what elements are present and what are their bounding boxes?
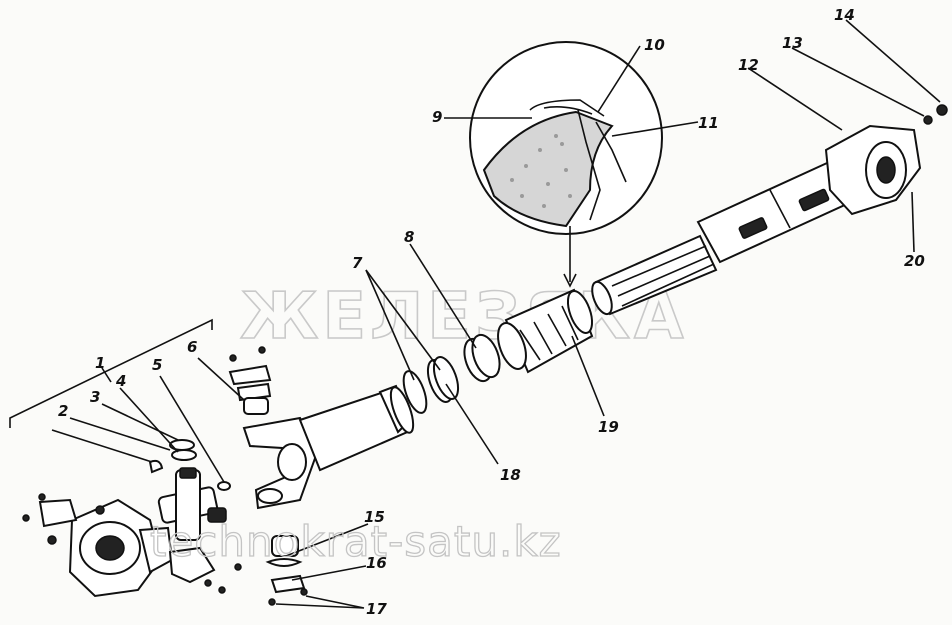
part-label-20: 20 bbox=[904, 252, 925, 270]
bottom-small-parts bbox=[265, 535, 308, 606]
part-label-15: 15 bbox=[364, 508, 385, 526]
detail-magnifier bbox=[469, 41, 663, 235]
lock-plate-set bbox=[228, 346, 272, 415]
part-label-14: 14 bbox=[834, 6, 855, 24]
seal-rings bbox=[402, 356, 460, 414]
part-label-9: 9 bbox=[432, 108, 442, 126]
part-label-6: 6 bbox=[187, 338, 197, 356]
part-label-3: 3 bbox=[90, 388, 100, 406]
part-label-7: 7 bbox=[352, 254, 363, 272]
part-label-10: 10 bbox=[644, 36, 665, 54]
part-label-4: 4 bbox=[115, 372, 126, 390]
splined-shaft bbox=[591, 234, 718, 316]
part-label-13: 13 bbox=[782, 34, 803, 52]
dust-boot bbox=[497, 288, 594, 374]
propeller-tube bbox=[696, 156, 862, 264]
part-label-19: 19 bbox=[598, 418, 619, 436]
part-numbers: 1 2 3 4 5 6 7 8 9 10 11 12 13 14 15 16 1… bbox=[58, 6, 925, 618]
part-label-5: 5 bbox=[152, 356, 162, 374]
part-label-1: 1 bbox=[95, 354, 105, 372]
part-label-11: 11 bbox=[698, 114, 719, 132]
part-label-16: 16 bbox=[366, 554, 387, 572]
part-label-2: 2 bbox=[58, 402, 68, 420]
leader-lines bbox=[9, 19, 941, 609]
universal-joint-cross bbox=[148, 439, 231, 584]
part-label-12: 12 bbox=[738, 56, 759, 74]
end-flange-yoke bbox=[824, 104, 948, 216]
part-label-17: 17 bbox=[366, 600, 387, 618]
bearing-retainer bbox=[463, 333, 501, 383]
part-label-8: 8 bbox=[404, 228, 414, 246]
watermark-secondary: technokrat-satu.kz bbox=[150, 517, 562, 566]
sleeve-yoke-tube bbox=[242, 384, 415, 510]
part-label-18: 18 bbox=[500, 466, 521, 484]
